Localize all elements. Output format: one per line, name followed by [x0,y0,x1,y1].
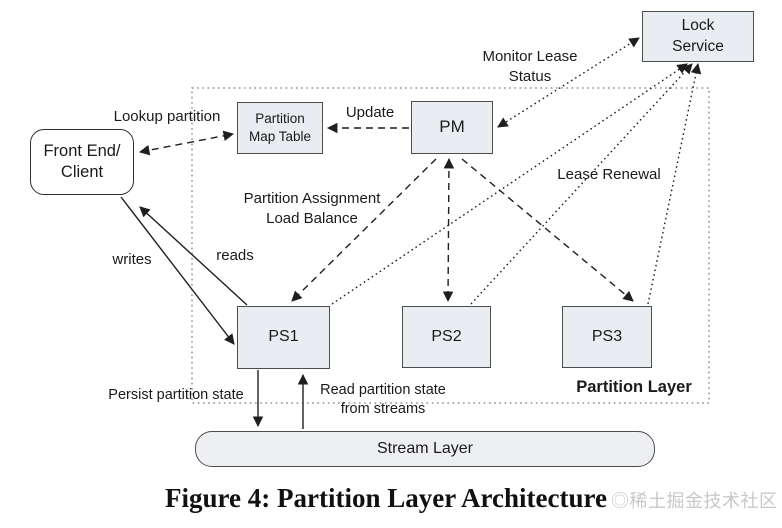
edge-assign-ps2 [442,157,455,303]
partition-server-1-box: PS1 [237,306,330,369]
edge-label-partition-assignment: Partition Assignment Load Balance [224,189,400,229]
partition-map-table-box: Partition Map Table [237,102,323,154]
edge-label-lookup-partition: Lookup partition [113,108,221,125]
juejin-watermark: ◎稀土掘金技术社区 [611,487,778,513]
edge-writes [120,196,235,345]
lock-service-box: Lock Service [642,11,754,62]
ps1-label: PS1 [268,328,299,346]
front-end-client-box: Front End/ Client [30,129,134,195]
edge-label-persist-partition-state: Persist partition state [108,387,244,403]
edge-label-monitor-lease-status: Monitor Lease Status [468,47,592,87]
assignment-line2: Load Balance [266,209,358,227]
partition-server-2-box: PS2 [402,306,491,368]
front-end-label-line1: Front End/ [43,141,121,160]
ps2-label: PS2 [431,327,462,345]
edge-lease-ps2 [470,63,693,305]
pm-label: PM [439,117,465,137]
read-state-line2: from streams [340,401,426,418]
read-state-line1: Read partition state [320,382,446,398]
partition-layer-region-label: Partition Layer [576,378,692,396]
lock-service-label-line1: Lock [681,17,715,35]
stream-layer-box: Stream Layer [195,431,655,467]
figure-caption: Figure 4: Partition Layer Architecture [165,483,607,513]
edge-label-read-partition-state: Read partition state from streams [306,381,460,419]
pmt-label-line1: Partition [255,111,305,127]
watermark-text: 稀土掘金技术社区 [629,491,778,511]
edge-label-lease-renewal: Lease Renewal [557,166,661,183]
stream-layer-label: Stream Layer [376,439,474,457]
edge-assign-ps1 [291,158,437,302]
edge-lookup-partition [138,130,235,156]
edge-label-writes: writes [112,251,152,268]
ps3-label: PS3 [591,327,623,345]
lock-service-label-line2: Service [672,37,724,55]
edge-label-reads: reads [216,247,254,264]
edge-reads [139,206,248,306]
monitor-lease-line1: Monitor Lease [482,48,578,65]
juejin-logo-icon: ◎ [611,491,630,511]
partition-server-3-box: PS3 [562,306,652,368]
pmt-label-line2: Map Table [248,129,312,144]
assignment-line1: Partition Assignment [243,190,381,207]
monitor-lease-line2: Status [508,67,552,85]
partition-manager-box: PM [411,101,493,154]
edge-assign-ps3 [461,158,634,302]
edge-label-update: Update [345,104,395,121]
front-end-label-line2: Client [60,163,104,181]
